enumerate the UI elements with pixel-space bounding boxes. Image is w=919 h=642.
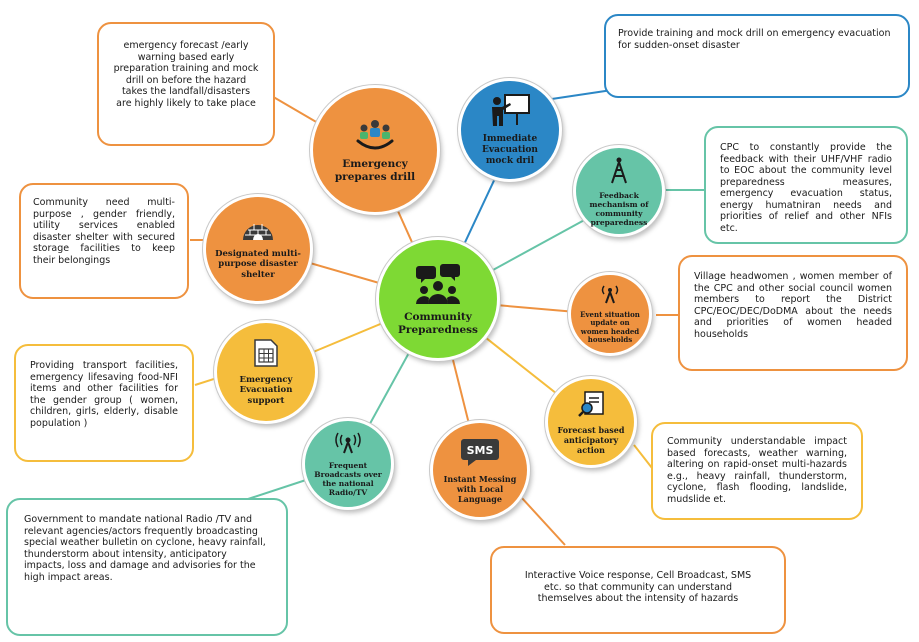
box-text-immediate-evacuation: Provide training and mock drill on emerg… xyxy=(618,28,891,51)
box-emergency-drill: emergency forecast /early warning based … xyxy=(97,22,275,146)
team-raise-hands-icon xyxy=(356,117,394,155)
node-event-situation: Event situation update on women headed h… xyxy=(568,272,652,356)
box-instant-messaging: Interactive Voice response, Cell Broadca… xyxy=(490,546,786,634)
box-event-situation: Village headwomen , women member of the … xyxy=(678,255,908,371)
node-label-forecast-anticipatory: Forecast based anticipatory action xyxy=(557,424,625,455)
presenter-board-icon xyxy=(489,93,531,131)
sms-bubble-icon: SMS xyxy=(460,437,500,471)
box-text-evacuation-support: Providing transport facilities, emergenc… xyxy=(30,360,178,429)
box-frequent-broadcasts: Government to mandate national Radio /TV… xyxy=(6,498,288,636)
box-text-instant-messaging: Interactive Voice response, Cell Broadca… xyxy=(524,570,752,604)
node-label-feedback-mechanism: Feedback mechanism of community prepared… xyxy=(589,190,649,227)
search-document-icon xyxy=(577,390,605,422)
connector-evacuation-support-box xyxy=(194,377,218,386)
connector-broadcasts-box xyxy=(244,477,313,501)
node-immediate-evacuation: Immediate Evacuation mock dril xyxy=(458,78,562,182)
box-evacuation-support: Providing transport facilities, emergenc… xyxy=(14,344,194,462)
node-feedback-mechanism: Feedback mechanism of community prepared… xyxy=(573,145,665,237)
box-text-disaster-shelter: Community need multi-purpose , gender fr… xyxy=(33,197,175,266)
center-node-community-preparedness: Community Preparedness xyxy=(376,237,500,361)
node-label-frequent-broadcasts: Frequent Broadcasts over the national Ra… xyxy=(314,460,382,497)
center-node-label: Community Preparedness xyxy=(398,310,478,336)
box-immediate-evacuation: Provide training and mock drill on emerg… xyxy=(604,14,910,98)
box-text-forecast-anticipatory: Community understandable impact based fo… xyxy=(667,436,847,505)
community-group-icon xyxy=(415,262,461,308)
svg-text:SMS: SMS xyxy=(467,444,494,457)
box-text-frequent-broadcasts: Government to mandate national Radio /TV… xyxy=(24,514,266,583)
node-instant-messaging: SMS Instant Messing with Local Language xyxy=(430,420,530,520)
node-emergency-drill: Emergency prepares drill xyxy=(310,85,440,215)
broadcast-antenna-icon xyxy=(598,284,622,308)
node-label-instant-messaging: Instant Messing with Local Language xyxy=(443,473,517,504)
radio-signal-icon xyxy=(335,432,361,458)
node-frequent-broadcasts: Frequent Broadcasts over the national Ra… xyxy=(302,418,394,510)
node-label-emergency-drill: Emergency prepares drill xyxy=(334,157,416,183)
box-forecast-anticipatory: Community understandable impact based fo… xyxy=(651,422,863,520)
igloo-shelter-icon xyxy=(241,218,275,246)
node-label-disaster-shelter: Designated multi-purpose disaster shelte… xyxy=(215,248,301,280)
radio-tower-icon xyxy=(608,156,630,188)
node-label-event-situation: Event situation update on women headed h… xyxy=(580,309,640,344)
box-feedback-mechanism: CPC to constantly provide the feedback w… xyxy=(704,126,908,244)
connector-evacuation-box xyxy=(544,89,613,101)
box-disaster-shelter: Community need multi-purpose , gender fr… xyxy=(19,183,189,299)
connector-forecast-box xyxy=(633,444,653,469)
box-text-feedback-mechanism: CPC to constantly provide the feedback w… xyxy=(720,142,892,234)
node-disaster-shelter: Designated multi-purpose disaster shelte… xyxy=(203,194,313,304)
box-text-event-situation: Village headwomen , women member of the … xyxy=(694,271,892,340)
node-evacuation-support: Emergency Evacuation support xyxy=(214,320,318,424)
node-forecast-anticipatory: Forecast based anticipatory action xyxy=(545,376,637,468)
box-text-emergency-drill: emergency forecast /early warning based … xyxy=(113,40,259,109)
node-label-evacuation-support: Emergency Evacuation support xyxy=(239,374,293,406)
spreadsheet-icon xyxy=(253,338,279,372)
node-label-immediate-evacuation: Immediate Evacuation mock dril xyxy=(482,134,538,166)
